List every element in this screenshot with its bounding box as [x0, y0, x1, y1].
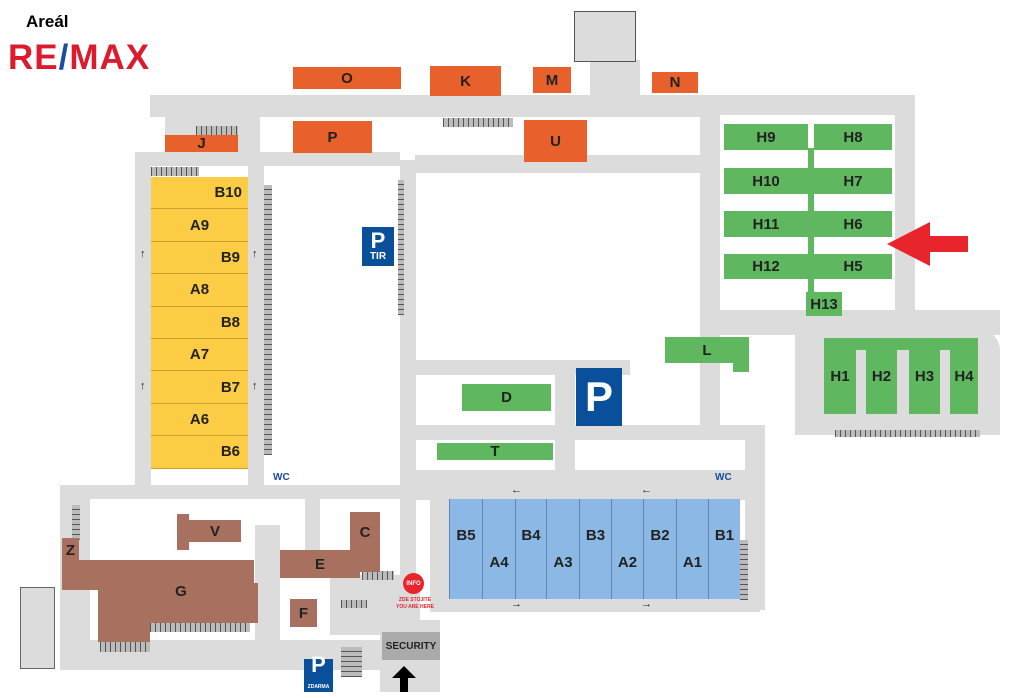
- building-h8[interactable]: H8: [814, 124, 892, 150]
- unit-a9[interactable]: A9: [151, 209, 248, 242]
- building-v[interactable]: V: [189, 520, 241, 542]
- building-k[interactable]: K: [430, 66, 501, 96]
- unit-b3[interactable]: B3: [579, 499, 611, 599]
- unit-b1[interactable]: B1: [708, 499, 740, 599]
- building-j[interactable]: J: [165, 135, 238, 152]
- building-h1[interactable]: H1: [824, 338, 856, 414]
- entrance-arrow-icon: [392, 666, 416, 692]
- unit-b4[interactable]: B4: [515, 499, 546, 599]
- building-g[interactable]: G: [150, 570, 212, 612]
- unit-b5[interactable]: B5: [449, 499, 482, 599]
- unit-a2[interactable]: A2: [611, 499, 643, 599]
- unit-b8[interactable]: B8: [151, 306, 248, 339]
- free-label: ZDARMA: [307, 683, 330, 690]
- building-z[interactable]: Z: [62, 538, 79, 563]
- parking-sign-free: P ZDARMA: [304, 653, 333, 692]
- right-arrow-icon: →: [641, 598, 652, 610]
- building-c[interactable]: C: [350, 512, 380, 552]
- tir-label: TIR: [369, 250, 387, 262]
- up-arrow-icon: ↑: [252, 380, 258, 392]
- building-h7[interactable]: H7: [814, 168, 892, 194]
- unit-b7[interactable]: B7: [151, 371, 248, 404]
- unit-b10[interactable]: B10: [151, 177, 248, 210]
- unit-a7[interactable]: A7: [151, 338, 248, 372]
- building-p[interactable]: P: [293, 121, 372, 153]
- security-gate[interactable]: SECURITY: [382, 632, 440, 660]
- left-arrow-icon: ←: [641, 484, 652, 496]
- info-badge: INFO: [406, 580, 421, 587]
- parking-label: P: [370, 227, 386, 253]
- unit-a6[interactable]: A6: [151, 403, 248, 437]
- unit-a3[interactable]: A3: [546, 499, 579, 599]
- building-h3[interactable]: H3: [909, 338, 940, 414]
- map-title: Areál: [26, 12, 69, 31]
- right-arrow-icon: →: [511, 598, 522, 610]
- you-are-here-en: YOU ARE HERE: [396, 604, 434, 610]
- unit-a1[interactable]: A1: [676, 499, 708, 599]
- building-n[interactable]: N: [652, 72, 698, 93]
- wc-label: WC: [715, 472, 732, 483]
- parking-label: P: [311, 651, 326, 677]
- wc-label: WC: [273, 472, 290, 483]
- parking-sign-main: P: [576, 368, 622, 426]
- building-h2[interactable]: H2: [866, 338, 897, 414]
- building-d[interactable]: D: [462, 384, 551, 411]
- unit-a4[interactable]: A4: [482, 499, 515, 599]
- building-e[interactable]: E: [280, 550, 360, 578]
- yellow-block: B10 A9 B9 A8 B8 A7 B7 A6 B6: [151, 177, 248, 469]
- unit-b6[interactable]: B6: [151, 436, 248, 469]
- building-h6[interactable]: H6: [814, 211, 892, 237]
- building-h10[interactable]: H10: [724, 168, 808, 194]
- info-marker: INFO: [403, 573, 424, 594]
- building-t[interactable]: T: [437, 443, 553, 460]
- up-arrow-icon: ↑: [252, 248, 258, 260]
- remax-logo: RE/MAX: [8, 38, 151, 77]
- left-arrow-icon: ←: [511, 484, 522, 496]
- building-o[interactable]: O: [293, 67, 401, 89]
- unit-b2[interactable]: B2: [643, 499, 676, 599]
- building-h9[interactable]: H9: [724, 124, 808, 150]
- building-f[interactable]: F: [290, 599, 317, 627]
- unit-b9[interactable]: B9: [151, 241, 248, 275]
- unit-a8[interactable]: A8: [151, 274, 248, 307]
- building-u[interactable]: U: [524, 120, 587, 162]
- up-arrow-icon: ↑: [140, 248, 146, 260]
- parking-label: P: [584, 373, 613, 420]
- building-h5[interactable]: H5: [814, 254, 892, 279]
- up-arrow-icon: ↑: [140, 380, 146, 392]
- building-h4[interactable]: H4: [950, 338, 978, 414]
- building-h11[interactable]: H11: [724, 211, 808, 237]
- building-l[interactable]: L: [665, 337, 749, 363]
- red-arrow-icon: [887, 222, 968, 266]
- you-are-here-cz: ZDE STOJITE: [398, 597, 432, 603]
- blue-block: B5 A4 B4 A3 B3 A2 B2 A1 B1: [449, 499, 740, 599]
- building-h12[interactable]: H12: [724, 254, 808, 279]
- building-h13[interactable]: H13: [806, 292, 842, 316]
- building-m[interactable]: M: [533, 67, 571, 93]
